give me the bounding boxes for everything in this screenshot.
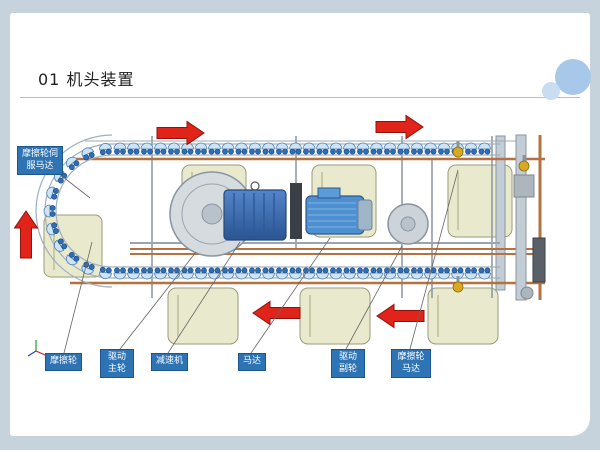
drive-sub-wheel bbox=[387, 203, 429, 245]
motor-terminal-box bbox=[317, 187, 341, 199]
label-friction-wheel-servo-motor: 摩擦轮伺服马达 bbox=[17, 146, 63, 176]
drive-motor bbox=[305, 187, 373, 235]
label-drive-main-wheel: 驱动主轮 bbox=[100, 349, 134, 379]
leader-lines bbox=[57, 169, 459, 354]
slide-title: 01 机头装置 bbox=[38, 70, 135, 89]
label-friction-wheel-motor: 摩擦轮马达 bbox=[391, 349, 431, 379]
flow-arrow-left-up bbox=[14, 210, 38, 259]
label-friction-wheel: 摩擦轮 bbox=[45, 353, 83, 371]
brake-unit bbox=[290, 183, 302, 239]
flow-arrow-bottom-center bbox=[252, 301, 301, 325]
motor-end-bell bbox=[357, 199, 373, 231]
gearbox-reducer bbox=[223, 181, 287, 241]
label-reducer: 减速机 bbox=[151, 353, 189, 371]
decorative-bubble-small bbox=[542, 82, 560, 100]
decorative-bubble-large bbox=[555, 59, 591, 95]
right-end-assembly bbox=[513, 134, 546, 301]
label-motor: 马达 bbox=[238, 353, 267, 371]
title-divider bbox=[20, 97, 580, 98]
flow-arrow-top-right bbox=[375, 115, 424, 139]
label-drive-sub-wheel: 驱动副轮 bbox=[331, 349, 365, 379]
decorative-bubbles bbox=[542, 59, 591, 100]
coordinate-axes-icon bbox=[27, 340, 46, 357]
lifting-eye bbox=[250, 181, 260, 191]
roller-bottom-1 bbox=[167, 287, 239, 345]
head-end-plate bbox=[495, 135, 506, 291]
outer-guard-rail bbox=[35, 134, 113, 288]
